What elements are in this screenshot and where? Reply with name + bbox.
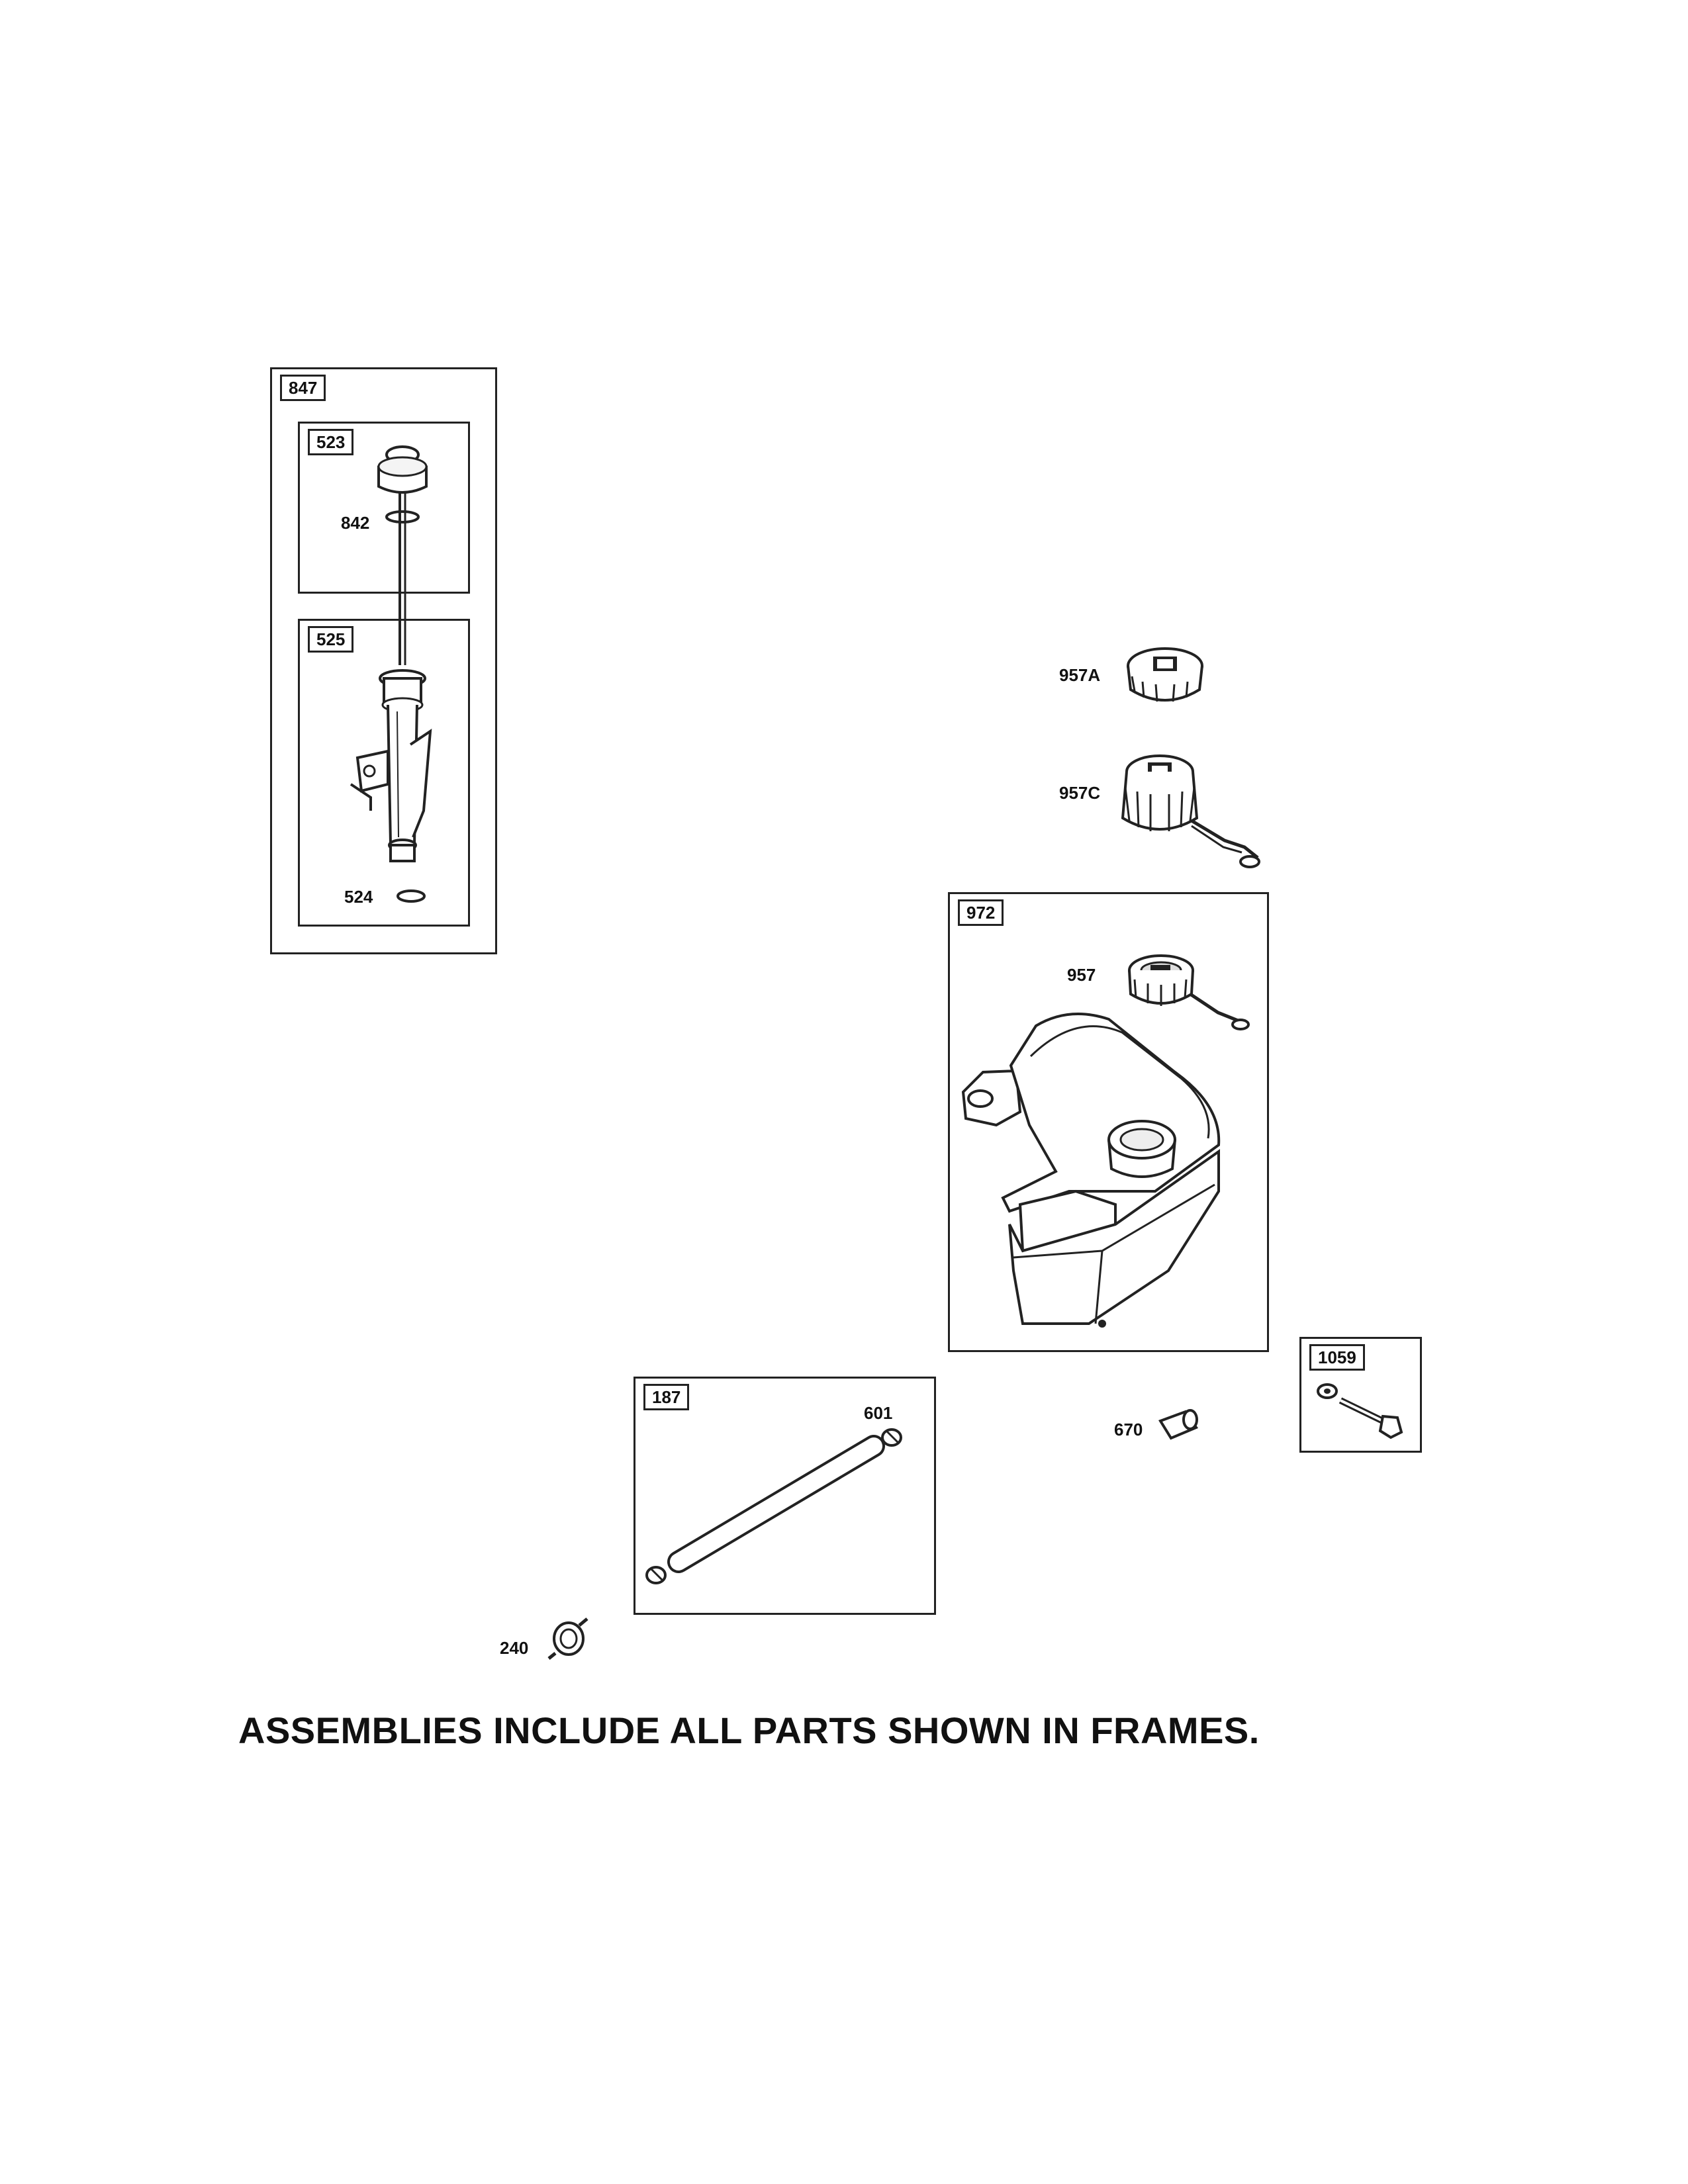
fuel-filter-240-drawing bbox=[546, 1615, 592, 1661]
assembly-label-1059: 1059 bbox=[1309, 1344, 1365, 1371]
assembly-frame-523: 523 bbox=[298, 422, 470, 594]
assembly-frame-187: 187 bbox=[633, 1377, 936, 1615]
callout-601: 601 bbox=[864, 1403, 893, 1423]
assembly-label-523: 523 bbox=[308, 429, 354, 455]
callout-842: 842 bbox=[341, 513, 370, 533]
callout-524: 524 bbox=[344, 887, 373, 907]
fuel-cap-957C-drawing bbox=[1112, 748, 1271, 874]
assembly-label-187: 187 bbox=[643, 1384, 690, 1410]
dipstick-drawing bbox=[344, 440, 450, 890]
assemblies-note: ASSEMBLIES INCLUDE ALL PARTS SHOWN IN FR… bbox=[238, 1709, 1260, 1751]
fuel-cap-957A-drawing bbox=[1119, 642, 1211, 715]
fuel-tank-drawing bbox=[957, 993, 1261, 1343]
callout-670: 670 bbox=[1114, 1420, 1143, 1439]
callout-957: 957 bbox=[1067, 965, 1096, 985]
fuel-cap-957-drawing bbox=[1119, 946, 1251, 1046]
assembly-label-525: 525 bbox=[308, 626, 354, 653]
fuel-line-drawing bbox=[645, 1416, 923, 1602]
bolt-1059-drawing bbox=[1314, 1377, 1413, 1443]
callout-957A: 957A bbox=[1059, 665, 1101, 685]
o-ring-524-drawing bbox=[396, 889, 426, 903]
assembly-label-972: 972 bbox=[958, 899, 1004, 926]
assembly-label-847: 847 bbox=[280, 375, 326, 401]
bushing-670-drawing bbox=[1155, 1406, 1201, 1446]
callout-240: 240 bbox=[500, 1638, 529, 1658]
callout-957C: 957C bbox=[1059, 783, 1101, 803]
